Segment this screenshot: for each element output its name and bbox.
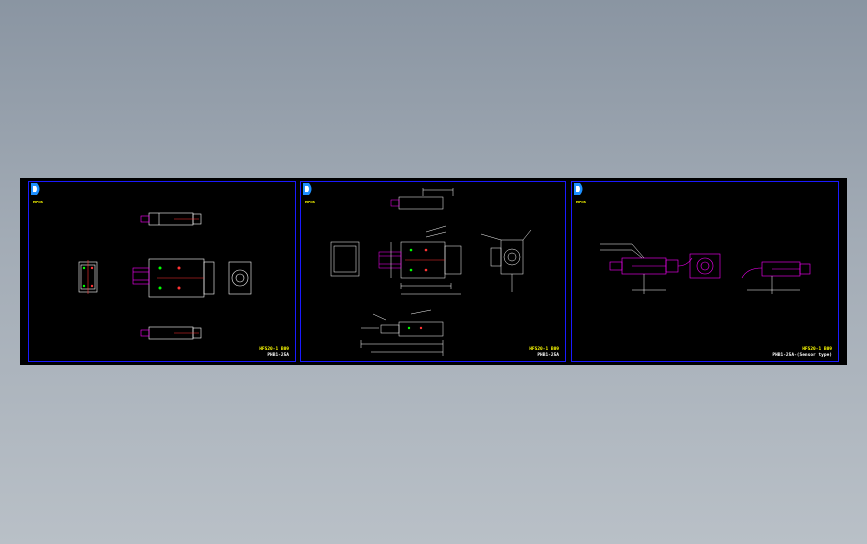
drawing-sheet-1[interactable]: EIFOS HFS20-1 B09 PHB1-25A [28,181,296,362]
drawing-sheet-2[interactable]: EIFOS HFS20-1 B09 PHB1-25A [300,181,566,362]
title-block: HFS20-1 B09 PHB1-25A [259,347,289,358]
logo-text: EIFOS [305,200,315,204]
part-number: PHB1-25A [537,353,559,358]
part-number: PHB1-25A [267,353,289,358]
logo-icon [303,183,312,195]
logo-text: EIFOS [576,200,586,204]
model-number: HFS20-1 B09 [529,347,559,352]
logo-icon [31,183,40,195]
cad-canvas[interactable]: EIFOS HFS20-1 B09 PHB1-25A [20,178,847,365]
sheet-3-views [600,243,811,294]
logo-icon [574,183,583,195]
drawing-sheet-3[interactable]: EIFOS HFS20-1 B09 PHB1-25A-(Sensor type) [571,181,839,362]
title-block: HFS20-1 B09 PHB1-25A-(Sensor type) [772,347,832,358]
sheet-2-views [330,188,532,356]
model-number: HFS20-1 B09 [259,347,289,352]
title-block: HFS20-1 B09 PHB1-25A [529,347,559,358]
part-number: PHB1-25A-(Sensor type) [772,353,832,358]
sheet-1-views [78,212,252,340]
model-number: HFS20-1 B09 [802,347,832,352]
logo-text: EIFOS [33,200,43,204]
